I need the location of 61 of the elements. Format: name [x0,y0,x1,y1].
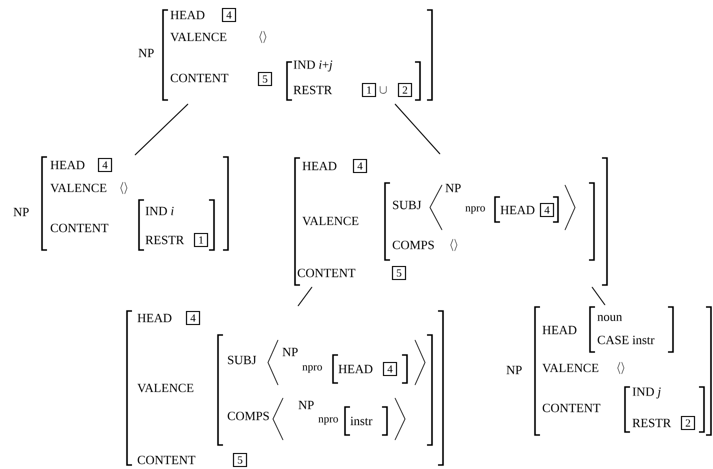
feature-text: VALENCE [170,32,226,42]
tree-branch [298,286,312,306]
feature-text: COMPS [228,412,269,420]
feature-text: NP [446,184,461,192]
feature-text: HEAD [302,162,336,170]
feature-text: RESTR [146,236,184,244]
feature-text: SUBJ [228,356,256,364]
subscript-label: npro [302,365,322,373]
tree-branch [592,286,606,306]
tag-box: 1 [362,82,376,98]
feature-text: HEAD [542,326,576,334]
feature-text: SUBJ [393,200,422,210]
feature-text: VALENCE [50,184,106,192]
feature-text: instr [350,416,372,426]
tag-box: 2 [398,82,412,98]
tag-box: 5 [392,266,406,280]
tag-box: 5 [232,452,248,468]
tag-box: 4 [352,158,368,174]
math-symbol: $\langle\rangle$ [260,31,266,43]
feature-text: VALENCE [302,216,358,226]
tree-branch [134,104,188,156]
feature-text: RESTR [294,86,332,94]
tag-box: 4 [540,202,554,218]
math-symbol: $\cup$ [380,86,387,94]
tree-branch [394,104,440,154]
feature-text: IND j [632,388,661,398]
tag-box: 1 [194,232,208,248]
feature-text: VALENCE [137,384,194,392]
feature-text: IND i+j [294,60,332,72]
subscript-label: npro [465,206,485,214]
feature-text: IND i [146,206,174,216]
category-label: NP [506,366,522,374]
feature-text: VALENCE [542,364,598,372]
tag-box: 4 [186,310,200,326]
tag-box: 2 [680,416,696,430]
tag-box: 4 [222,8,236,22]
category-label: NP [14,208,29,216]
feature-text: NP [298,400,314,410]
feature-text: HEAD [338,364,372,374]
math-symbol: $\langle\rangle$ [120,182,128,194]
category-label: NP [138,48,154,58]
feature-text: noun [597,314,622,321]
feature-text: CONTENT [50,224,108,232]
feature-text: HEAD [170,10,204,20]
tag-box: 4 [98,158,112,172]
feature-text: HEAD [50,160,84,170]
feature-text: CASE instr [598,336,654,344]
tag-box: 4 [382,362,398,376]
feature-text: CONTENT [298,268,356,278]
tag-box: 5 [258,72,272,86]
feature-text: CONTENT [170,74,228,82]
feature-text: COMPS [392,240,434,250]
feature-text: CONTENT [542,404,600,412]
math-symbol: $\langle\rangle$ [450,239,458,251]
feature-text: RESTR [632,418,672,428]
feature-text: HEAD [138,314,172,322]
feature-text: NP [282,348,298,356]
feature-text: HEAD [500,206,534,214]
math-symbol: $\langle\rangle$ [618,362,624,374]
feature-text: CONTENT [138,456,196,464]
subscript-label: npro [318,417,338,425]
